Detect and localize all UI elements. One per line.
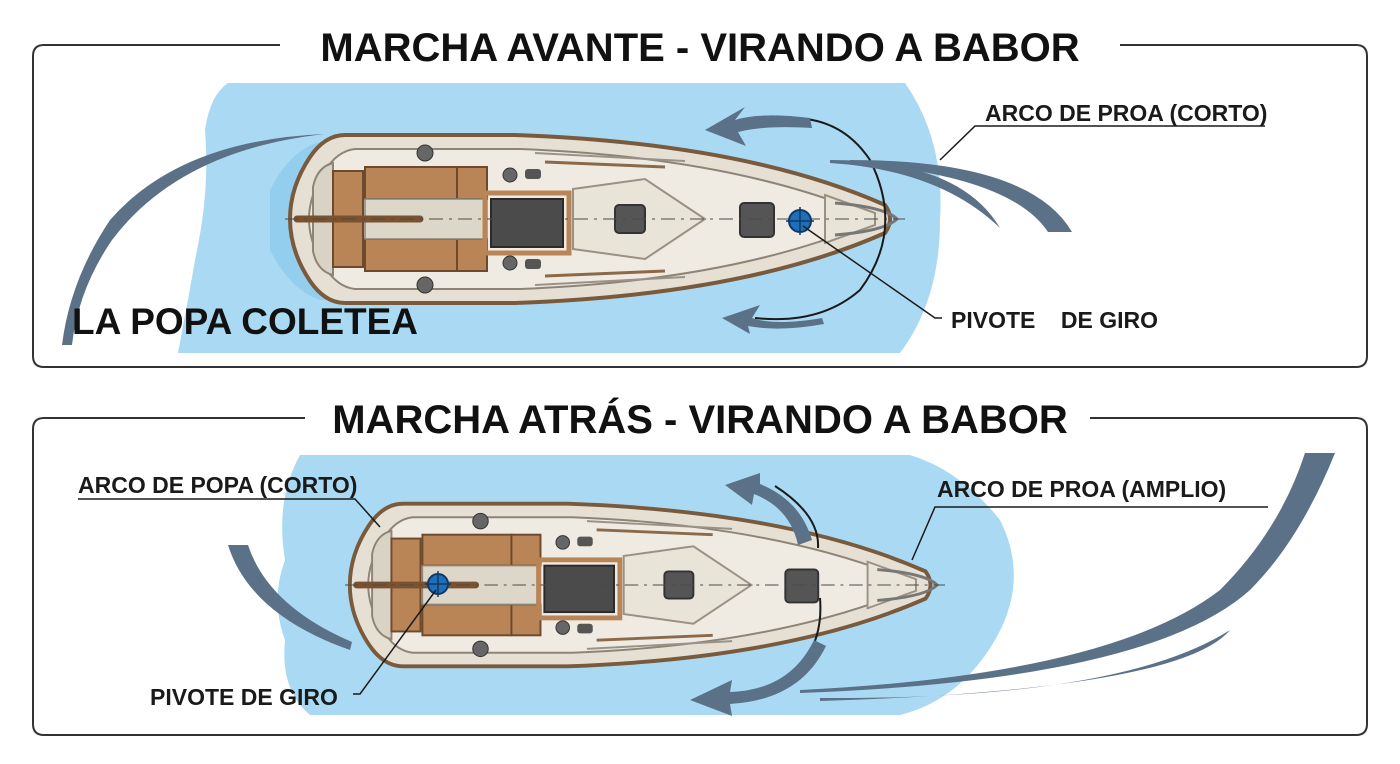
bow-arc-label: ARCO DE PROA (CORTO) xyxy=(985,100,1267,126)
arrow-upper-icon xyxy=(705,107,812,146)
bow-arc-line xyxy=(774,485,820,549)
arrow-lower-icon xyxy=(722,305,824,334)
panel-title: MARCHA ATRÁS - VIRANDO A BABOR xyxy=(332,397,1068,442)
stern-arc-leader xyxy=(78,498,381,528)
panel-frame xyxy=(32,44,1368,368)
pivot-label: PIVOTE DE GIRO xyxy=(951,307,1158,333)
stern-arc-arrow xyxy=(228,545,352,650)
pivot-leader xyxy=(802,225,942,319)
panel-reverse: MARCHA ATRÁS - VIRANDO A BABOR ARCO DE P… xyxy=(32,397,1368,736)
bow-arc-label: ARCO DE PROA (AMPLIO) xyxy=(937,476,1226,502)
stern-arc-label: ARCO DE POPA (CORTO) xyxy=(78,472,357,498)
panel-frame xyxy=(32,417,1368,736)
bow-wake-lines xyxy=(830,160,1000,228)
pivot-label: PIVOTE DE GIRO xyxy=(150,684,338,710)
panel-forward: MARCHA AVANTE - VIRANDO A BABOR ARCO DE … xyxy=(32,26,1368,368)
bow-arc-leader xyxy=(911,506,1268,561)
arrow-upper-icon xyxy=(725,473,812,545)
panel-title: MARCHA AVANTE - VIRANDO A BABOR xyxy=(320,26,1079,70)
stern-swing-label: LA POPA COLETEA xyxy=(72,301,418,342)
bow-arc-arrow xyxy=(744,117,887,321)
pivot-leader xyxy=(353,589,437,695)
bow-arc-leader xyxy=(939,125,1265,161)
arrow-lower-icon xyxy=(690,640,826,716)
